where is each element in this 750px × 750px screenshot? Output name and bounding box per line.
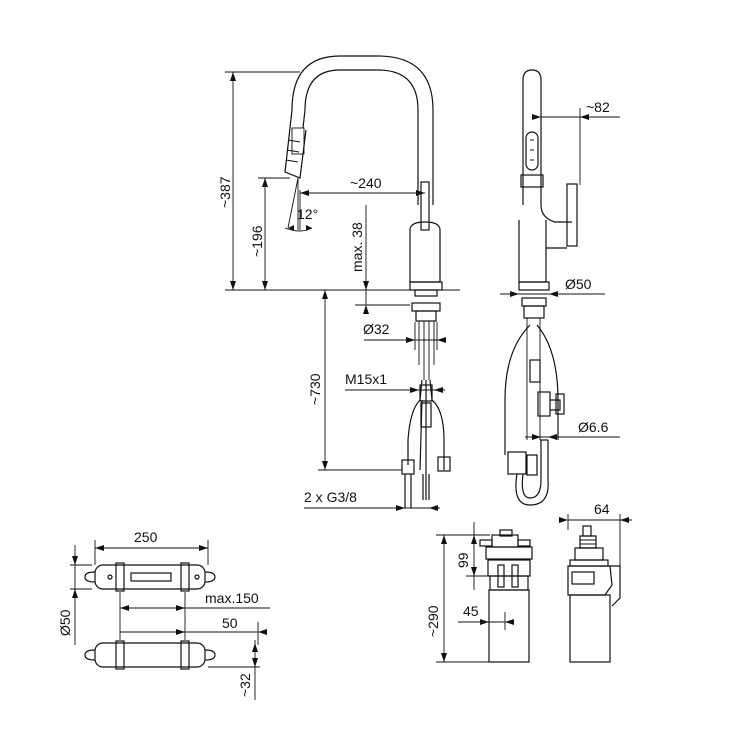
tilt-angle-label: 12° <box>297 206 318 222</box>
dim-hole-diameter: Ø32 <box>363 321 446 350</box>
max-deck-label: max. 38 <box>349 222 365 272</box>
dim-filter-offset: 45 <box>458 603 514 630</box>
dim-max-deck: max. 38 <box>349 205 410 314</box>
spout-height-label: ~196 <box>249 225 265 257</box>
base-diameter-label: Ø50 <box>565 276 592 292</box>
dim-thread: M15x1 <box>345 371 445 393</box>
max-spacing-label: max.150 <box>205 590 259 606</box>
dim-connections: 2 x G3/8 <box>304 489 440 511</box>
faucet-front-view <box>284 55 451 508</box>
filter-side-view <box>567 525 621 663</box>
filter-top-label: 99 <box>455 552 471 568</box>
thread-label: M15x1 <box>345 371 387 387</box>
dim-bracket-width: 50 <box>120 615 267 645</box>
filter-front-view <box>479 529 533 663</box>
valve-unit-bottom <box>84 640 216 670</box>
valve-length-label: 250 <box>134 529 158 545</box>
connections-label: 2 x G3/8 <box>304 489 357 505</box>
dim-filter-height: ~290 <box>425 534 490 663</box>
filter-depth-label: 64 <box>594 501 610 517</box>
dim-valve-length: 250 <box>94 529 209 565</box>
faucet-side-view <box>504 69 578 506</box>
dim-max-spacing: max.150 <box>119 590 270 640</box>
filter-offset-label: 45 <box>463 603 479 619</box>
dim-tilt-angle: 12° <box>284 177 318 232</box>
dim-bracket-offset: ~32 <box>208 640 260 700</box>
dim-filter-top: 99 <box>455 522 490 590</box>
side-depth-label: ~82 <box>586 99 610 115</box>
pipe-diameter-label: Ø6.6 <box>578 419 609 435</box>
filter-height-label: ~290 <box>425 605 441 637</box>
valve-unit-top <box>84 562 216 592</box>
bracket-width-label: 50 <box>222 615 238 631</box>
dim-hose-length: ~730 <box>307 290 402 471</box>
dim-side-depth: ~82 <box>532 99 620 185</box>
hole-diameter-label: Ø32 <box>363 321 390 337</box>
bracket-offset-label: ~32 <box>237 673 253 697</box>
dim-valve-diameter: Ø50 <box>57 545 92 645</box>
dim-filter-depth: 64 <box>559 501 632 566</box>
valve-diameter-label: Ø50 <box>57 609 73 636</box>
dim-total-height: ~387 <box>217 71 460 291</box>
dim-reach: ~240 <box>299 175 425 230</box>
dim-spout-height: ~196 <box>249 177 290 290</box>
reach-label: ~240 <box>350 175 382 191</box>
hose-length-label: ~730 <box>307 373 323 405</box>
total-height-label: ~387 <box>217 176 233 208</box>
dim-base-diameter: Ø50 <box>500 276 605 297</box>
dim-pipe-diameter: Ø6.6 <box>525 419 620 440</box>
